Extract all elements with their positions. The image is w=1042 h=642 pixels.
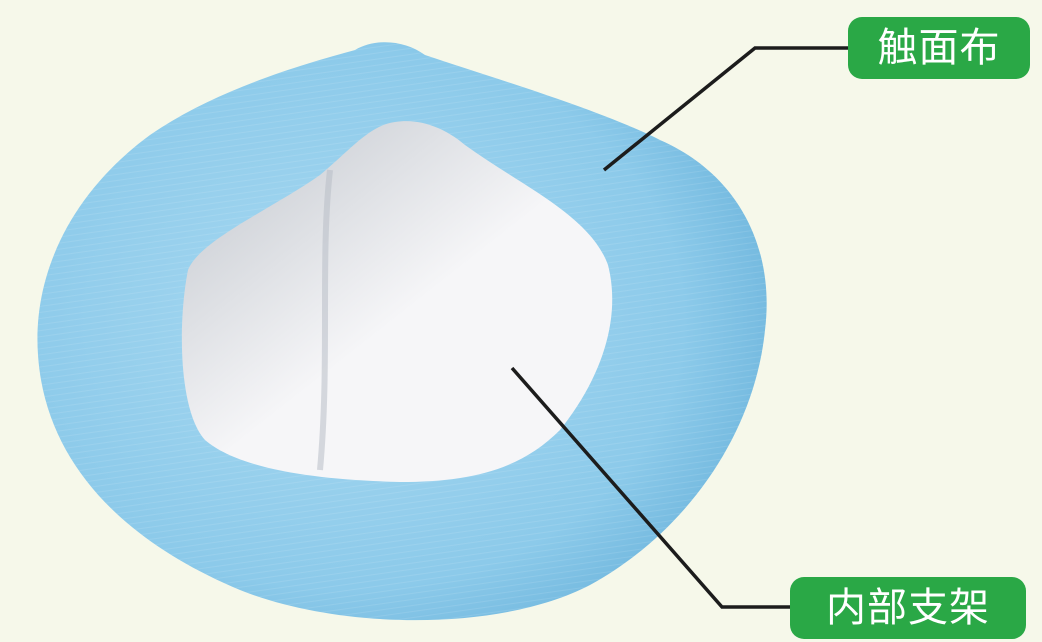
label-contact-fabric: 触面布 [848,17,1030,79]
label-inner-frame: 内部支架 [790,577,1026,639]
label-contact-fabric-text: 触面布 [878,28,1001,68]
label-inner-frame-text: 内部支架 [826,588,990,628]
